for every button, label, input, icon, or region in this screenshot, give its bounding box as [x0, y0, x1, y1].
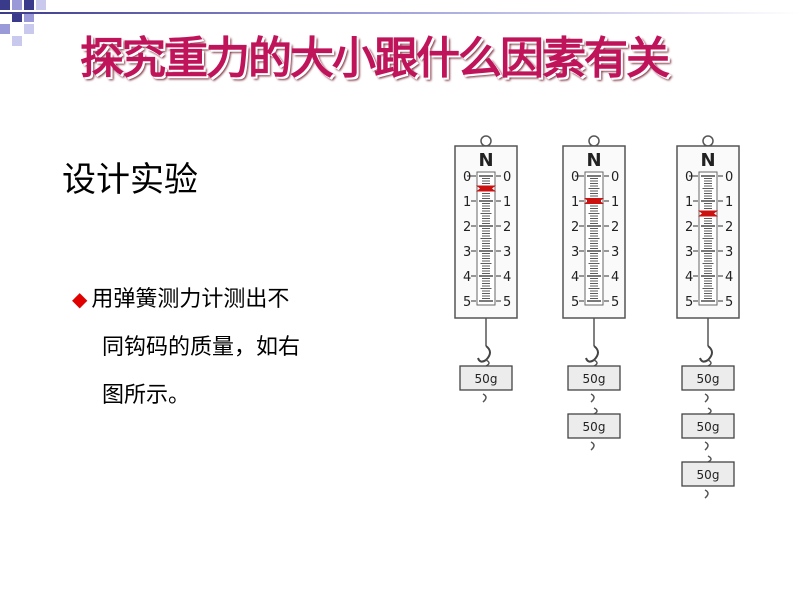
tick-label-right: 3 [611, 245, 619, 260]
weight-hook-icon [593, 359, 598, 367]
tick-label-left: 3 [685, 245, 693, 260]
slide-title: 探究重力的大小跟什么因素有关 [80, 33, 670, 84]
tick-label-right: 2 [611, 220, 619, 235]
weight-hook-icon [704, 489, 709, 499]
reading-pointer [698, 210, 718, 217]
diamond-bullet-icon: ◆ [72, 287, 88, 311]
weight-block [681, 461, 735, 487]
bullet-paragraph: ◆用弹簧测力计测出不 同钩码的质量，如右 图所示。 [72, 275, 392, 420]
tick-label-right: 4 [725, 270, 733, 285]
section-heading: 设计实验 [62, 160, 198, 200]
tick-label-left: 0 [685, 170, 693, 185]
tick-label-left: 4 [571, 270, 579, 285]
weight-hook-icon [707, 455, 712, 463]
hanging-ring-icon [480, 135, 492, 147]
tick-label-right: 0 [611, 170, 619, 185]
weight-block [681, 413, 735, 439]
weight-hook-icon [485, 359, 490, 367]
weight-hook-icon [707, 407, 712, 415]
unit-label: N [586, 150, 601, 171]
weight-hook-icon [590, 393, 595, 403]
tick-label-left: 5 [571, 295, 579, 310]
weight-block [681, 365, 735, 391]
hook-icon [585, 345, 599, 363]
weight-label: 50g [697, 420, 720, 434]
unit-label: N [700, 150, 715, 171]
tick-label-left: 2 [463, 220, 471, 235]
weight-block [567, 365, 621, 391]
tick-label-right: 2 [503, 220, 511, 235]
bullet-line-2: 同钩码的质量，如右 [102, 335, 301, 360]
weight-hook-icon [707, 359, 712, 367]
tick-label-right: 5 [725, 295, 733, 310]
weight-block [567, 413, 621, 439]
bullet-text-1: 用弹簧测力计测出不 [91, 287, 290, 312]
weight-hook-icon [704, 441, 709, 451]
tick-label-right: 3 [725, 245, 733, 260]
tick-label-right: 4 [611, 270, 619, 285]
reading-pointer [476, 185, 496, 192]
tick-label-right: 1 [503, 195, 511, 210]
bullet-line-3: 图所示。 [102, 383, 191, 408]
weight-hook-icon [593, 407, 598, 415]
tick-label-left: 1 [685, 195, 693, 210]
spring-scale-1: N0 0 1 1 2 2 3 3 4 4 5 5 50g [454, 135, 518, 403]
bullet-line-1: ◆用弹簧测力计测出不 [72, 275, 392, 324]
tick-label-left: 2 [571, 220, 579, 235]
weight-label: 50g [697, 468, 720, 482]
unit-label: N [478, 150, 493, 171]
hanging-ring-icon [588, 135, 600, 147]
tick-label-right: 0 [503, 170, 511, 185]
weight-hook-icon [482, 393, 487, 403]
reading-pointer [584, 198, 604, 204]
tick-label-left: 0 [463, 170, 471, 185]
spring-scale-3: N0 0 1 1 2 2 3 3 4 4 5 5 50g 50g 50g [676, 135, 740, 499]
tick-label-right: 5 [611, 295, 619, 310]
tick-label-right: 3 [503, 245, 511, 260]
tick-label-left: 3 [571, 245, 579, 260]
corner-decoration [0, 0, 70, 50]
tick-label-right: 2 [725, 220, 733, 235]
tick-label-right: 1 [725, 195, 733, 210]
tick-label-right: 0 [725, 170, 733, 185]
title-rule [0, 12, 800, 14]
tick-label-right: 5 [503, 295, 511, 310]
tick-label-left: 0 [571, 170, 579, 185]
weight-label: 50g [697, 372, 720, 386]
hook-icon [477, 345, 491, 363]
weight-hook-icon [704, 393, 709, 403]
tick-label-right: 1 [611, 195, 619, 210]
tick-label-left: 5 [463, 295, 471, 310]
hanging-ring-icon [702, 135, 714, 147]
tick-label-left: 4 [685, 270, 693, 285]
tick-label-left: 3 [463, 245, 471, 260]
tick-label-left: 2 [685, 220, 693, 235]
tick-label-left: 1 [463, 195, 471, 210]
tick-label-left: 1 [571, 195, 579, 210]
weight-label: 50g [583, 372, 606, 386]
weight-label: 50g [475, 372, 498, 386]
weight-block [459, 365, 513, 391]
spring-scale-2: N0 0 1 1 2 2 3 3 4 4 5 5 50g 50g [562, 135, 626, 451]
tick-label-right: 4 [503, 270, 511, 285]
tick-label-left: 5 [685, 295, 693, 310]
hook-icon [699, 345, 713, 363]
weight-hook-icon [590, 441, 595, 451]
weight-label: 50g [583, 420, 606, 434]
tick-label-left: 4 [463, 270, 471, 285]
